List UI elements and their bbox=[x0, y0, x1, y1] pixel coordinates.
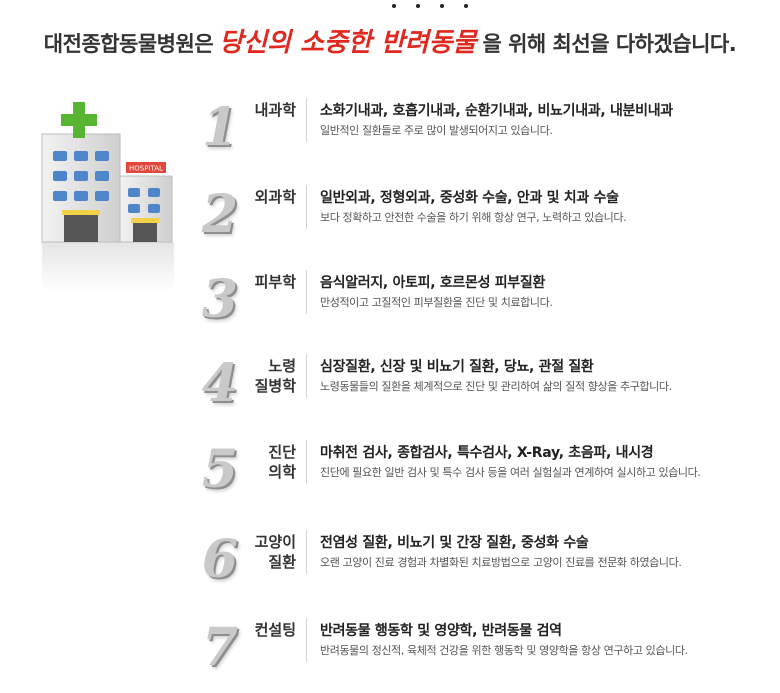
item-number: 2 bbox=[201, 184, 239, 245]
item-number: 1 bbox=[201, 97, 239, 158]
item-description: 노령동물들의 질환을 체계적으로 진단 및 관리하여 삶의 질적 향상을 추구합… bbox=[320, 380, 672, 393]
item-title: 일반외과, 정형외과, 중성화 수술, 안과 및 치과 수술 bbox=[320, 190, 619, 206]
item-title: 마취전 검사, 종합검사, 특수검사, X-Ray, 초음파, 내시경 bbox=[320, 445, 654, 461]
item-description: 반려동물의 정신적, 육체적 건강을 위한 행동학 및 영양학을 항상 연구하고… bbox=[320, 644, 688, 657]
item-category: 컨설팅 bbox=[254, 621, 296, 639]
item-number: 4 bbox=[201, 353, 239, 414]
service-surgery: 2 외과학 일반외과, 정형외과, 중성화 수술, 안과 및 치과 수술 보다 … bbox=[196, 185, 766, 245]
item-title: 전염성 질환, 비뇨기 및 간장 질환, 중성화 수술 bbox=[320, 535, 589, 551]
divider bbox=[306, 354, 307, 398]
item-description: 일반적인 질환들로 주로 많이 발생되어지고 있습니다. bbox=[320, 124, 553, 137]
item-number: 5 bbox=[201, 439, 239, 500]
item-category: 외과학 bbox=[254, 188, 296, 206]
item-description: 진단에 필요한 일반 검사 및 특수 검사 등을 여러 실험실과 연계하여 실시… bbox=[320, 466, 701, 479]
item-title: 소화기내과, 호흡기내과, 순환기내과, 비뇨기내과, 내분비내과 bbox=[320, 103, 673, 119]
divider bbox=[306, 440, 307, 484]
hospital-building-icon: HOSPITAL bbox=[41, 102, 174, 292]
item-number: 7 bbox=[201, 617, 239, 678]
emphasis-dots bbox=[392, 4, 482, 10]
item-category: 피부학 bbox=[254, 273, 296, 291]
divider bbox=[306, 270, 307, 314]
service-dermatology: 3 피부학 음식알러지, 아토피, 호르몬성 피부질환 만성적이고 고질적인 피… bbox=[196, 270, 766, 330]
divider bbox=[306, 185, 307, 229]
item-category: 내과학 bbox=[254, 101, 296, 119]
item-title: 반려동물 행동학 및 영양학, 반려동물 검역 bbox=[320, 623, 562, 639]
item-number: 6 bbox=[201, 529, 239, 590]
item-title: 심장질환, 신장 및 비뇨기 질환, 당뇨, 관절 질환 bbox=[320, 359, 594, 375]
hospital-sign: HOSPITAL bbox=[129, 165, 163, 173]
divider bbox=[306, 530, 307, 574]
slogan-highlight: 당신의 소중한 반려동물 bbox=[219, 28, 477, 58]
slogan-suffix: 을 위해 최선을 다하겠습니다. bbox=[482, 32, 737, 56]
service-internal-medicine: 1 내과학 소화기내과, 호흡기내과, 순환기내과, 비뇨기내과, 내분비내과 … bbox=[196, 98, 766, 158]
divider bbox=[306, 98, 307, 142]
slogan-prefix: 대전종합동물병원은 bbox=[43, 32, 214, 56]
service-consulting: 7 컨설팅 반려동물 행동학 및 영양학, 반려동물 검역 반려동물의 정신적,… bbox=[196, 618, 766, 678]
item-description: 보다 정확하고 안전한 수술을 하기 위해 항상 연구, 노력하고 있습니다. bbox=[320, 211, 627, 224]
item-description: 만성적이고 고질적인 피부질환을 진단 및 치료합니다. bbox=[320, 296, 553, 309]
divider bbox=[306, 618, 307, 662]
item-title: 음식알러지, 아토피, 호르몬성 피부질환 bbox=[320, 275, 546, 291]
item-number: 3 bbox=[201, 269, 239, 330]
item-description: 오랜 고양이 진료 경험과 차별화된 치료방법으로 고양이 진료를 전문화 하였… bbox=[320, 556, 682, 569]
